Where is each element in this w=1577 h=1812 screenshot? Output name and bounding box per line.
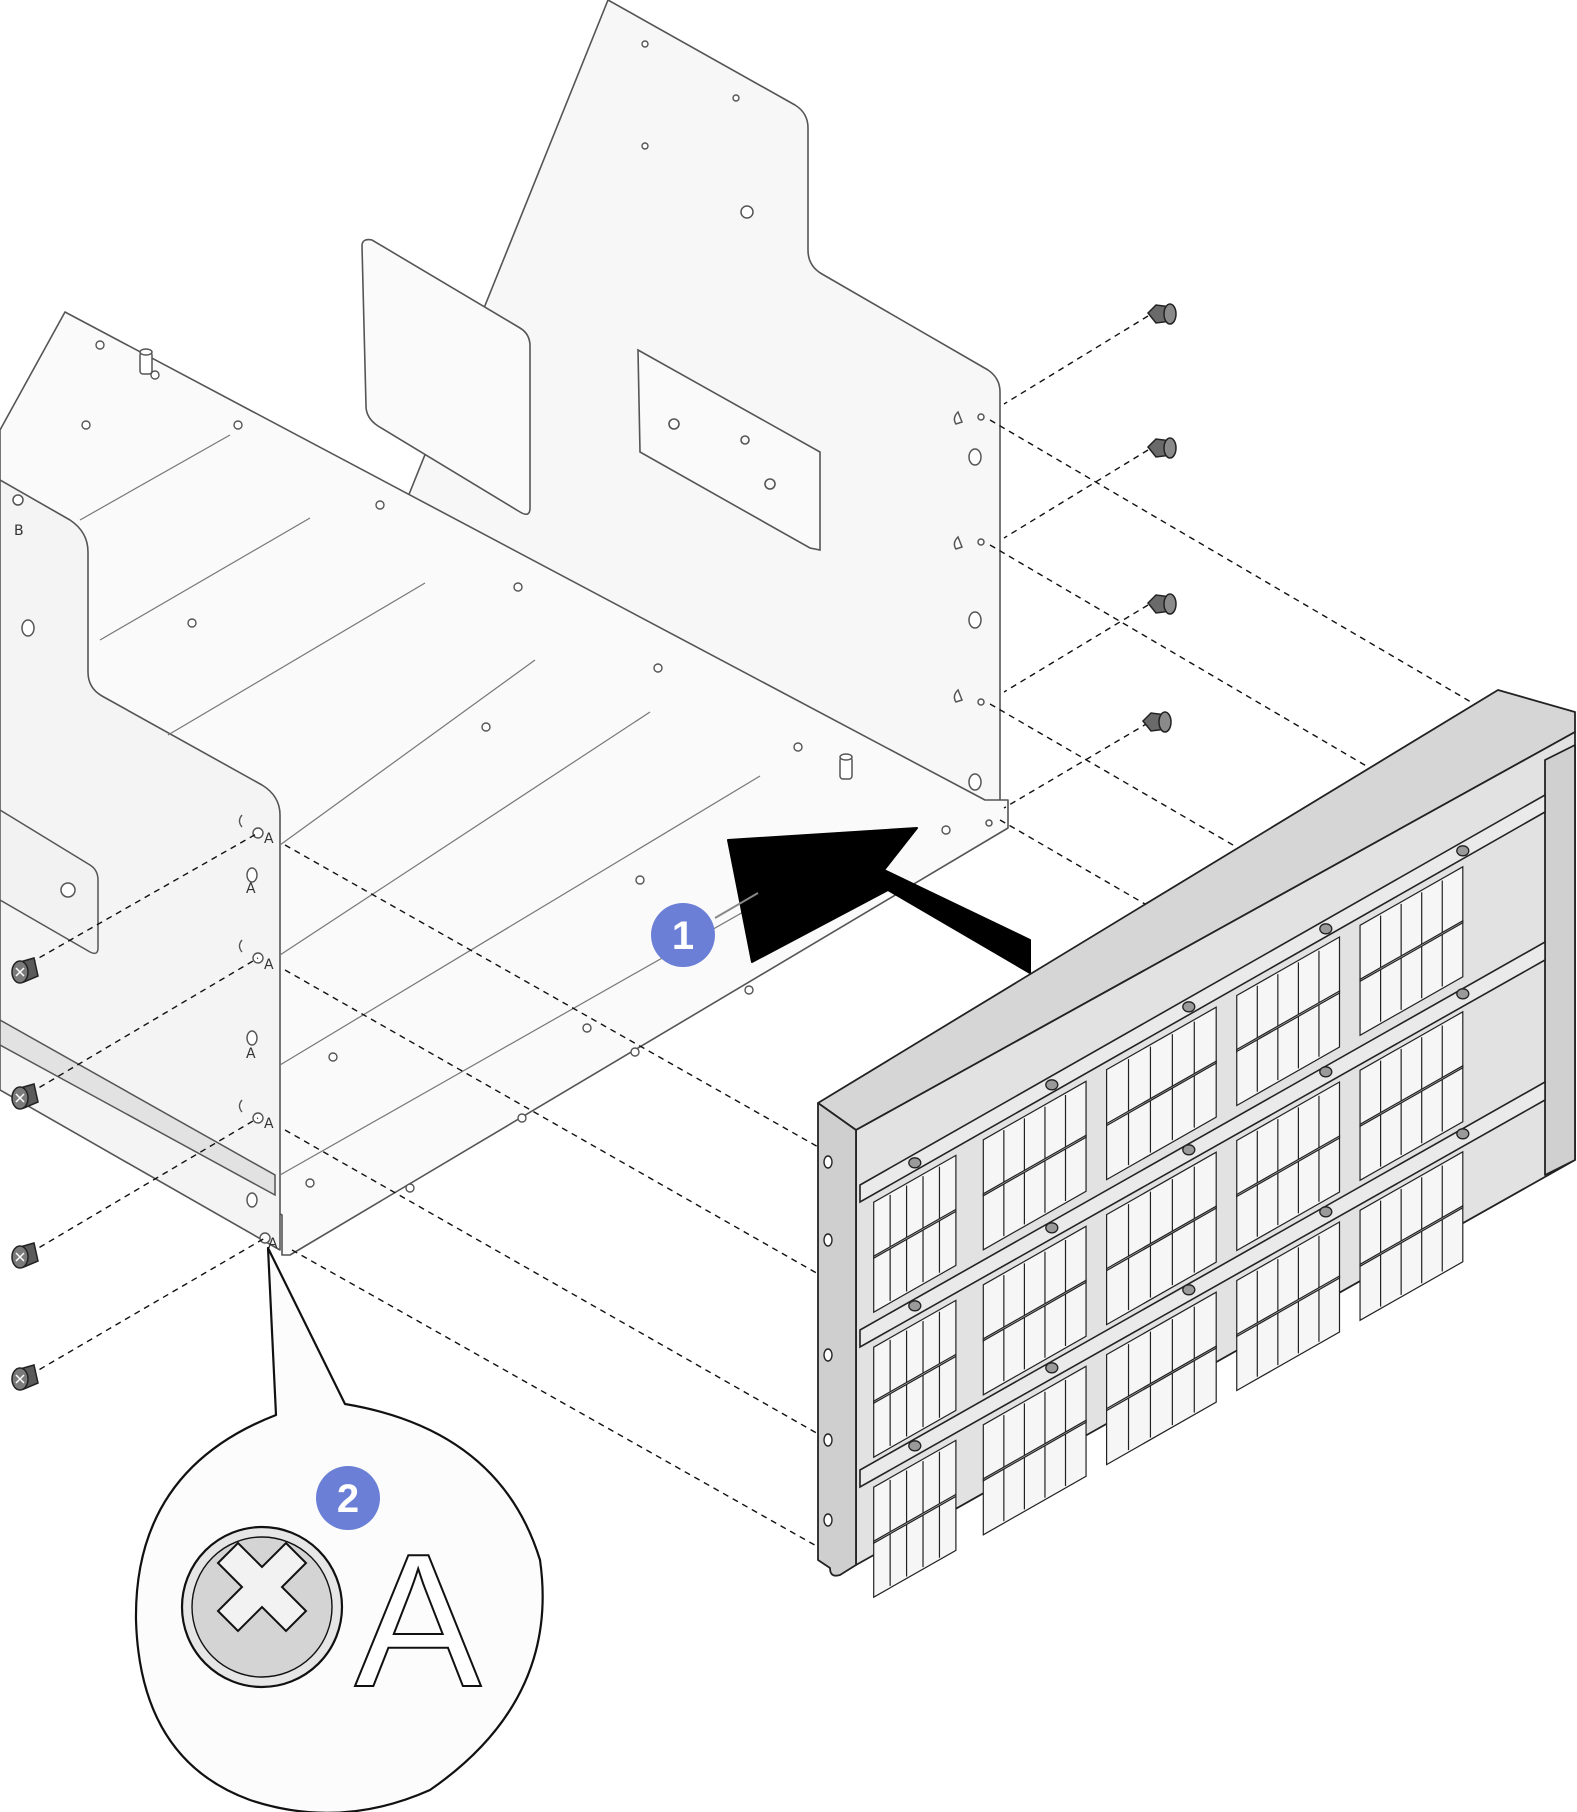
- screw-icon: [1146, 303, 1177, 325]
- vent-grille-bar: [982, 1134, 1087, 1197]
- panel-screw-icon: [1456, 845, 1470, 857]
- screw-icon: [1141, 711, 1172, 733]
- standoffs: [139, 205, 853, 780]
- vent-grille-bar: [1106, 1345, 1217, 1412]
- alignment-guides: [29, 315, 1489, 1549]
- panel-fasteners: [908, 845, 1470, 1452]
- panel-screw-icon: [1319, 1066, 1333, 1078]
- panel-screw-icon: [1045, 1222, 1059, 1234]
- wall-label-a-3: A: [264, 1116, 274, 1132]
- vent-grille-bar: [1106, 1060, 1217, 1127]
- panel-screw-icon: [1045, 1362, 1059, 1374]
- left-wall-markings: A A A A A A B: [14, 523, 278, 1252]
- vent-grille-bar: [1236, 989, 1341, 1053]
- phillips-screw-icon: [11, 957, 39, 984]
- vent-grille-bar: [1236, 1274, 1341, 1338]
- panel-shelves: [859, 793, 1546, 1489]
- chassis-left-wall: [0, 479, 281, 1251]
- panel-screw-icon: [1319, 1206, 1333, 1218]
- panel-screw-icon: [1456, 1128, 1470, 1140]
- magnifier-callout: A 2: [134, 1246, 544, 1812]
- phillips-screw-icon: [11, 1364, 39, 1391]
- back-wall-features: [361, 238, 821, 551]
- phillips-screw-head-icon: [180, 1525, 344, 1689]
- panel-screw-icon: [1045, 1079, 1059, 1091]
- left-wall-screw-holes: [238, 814, 271, 1244]
- wall-label-a-4: A: [268, 1236, 278, 1252]
- screws-left: [11, 957, 39, 1391]
- phillips-screw-icon: [11, 1083, 39, 1110]
- back-wall-right-edge-holes: [953, 410, 993, 827]
- magnifier-outline: [134, 1246, 544, 1812]
- wall-label-a-5: A: [246, 881, 256, 897]
- left-wall-features: [0, 494, 276, 1197]
- flange-holes: [823, 1155, 833, 1527]
- callout-1-label: 1: [672, 914, 694, 958]
- vent-grille-bar: [1359, 919, 1464, 983]
- floor-dots: [81, 40, 951, 1193]
- panel-screw-icon: [908, 1157, 922, 1169]
- phillips-screw-icon: [11, 1242, 39, 1269]
- screw-icon: [1146, 437, 1177, 459]
- wall-label-b: B: [14, 523, 24, 539]
- screws-right: [1141, 303, 1177, 733]
- chassis: [0, 0, 1009, 1256]
- vent-grille-bar: [982, 1279, 1087, 1342]
- vent-grille-bar: [873, 1208, 957, 1260]
- front-panel-right-flange: [1544, 744, 1576, 1176]
- panel-screw-icon: [1182, 1144, 1196, 1156]
- vent-grille-bar: [982, 1419, 1087, 1482]
- back-wall-bracket: [637, 348, 821, 551]
- panel-screw-icon: [1182, 1284, 1196, 1296]
- insertion-arrow-icon: [727, 827, 1031, 974]
- vent-grille-bar: [873, 1353, 957, 1405]
- panel-screw-icon: [908, 1440, 922, 1452]
- panel-screw-icon: [1456, 988, 1470, 1000]
- vent-grille-bar: [1236, 1134, 1341, 1198]
- back-wall-cutout: [361, 238, 531, 516]
- panel-screw-icon: [908, 1300, 922, 1312]
- wall-label-a-1: A: [264, 831, 274, 847]
- panel-screw-icon: [1319, 923, 1333, 935]
- wall-label-a-2: A: [264, 957, 274, 973]
- wall-label-a-6: A: [246, 1046, 256, 1062]
- vent-grille-bar: [1106, 1205, 1217, 1272]
- vent-grille-bar: [1359, 1064, 1464, 1128]
- vent-grille-bar: [1359, 1204, 1464, 1268]
- callout-1: 1: [651, 892, 759, 967]
- vent-grille-bar: [873, 1493, 957, 1545]
- callout-2-label: 2: [337, 1477, 359, 1521]
- front-panel-left-flange: [817, 1102, 857, 1577]
- panel-screw-icon: [1182, 1001, 1196, 1013]
- magnifier-letter: A: [355, 1515, 482, 1727]
- panel-grilles: [873, 865, 1464, 1599]
- screw-icon: [1146, 593, 1177, 615]
